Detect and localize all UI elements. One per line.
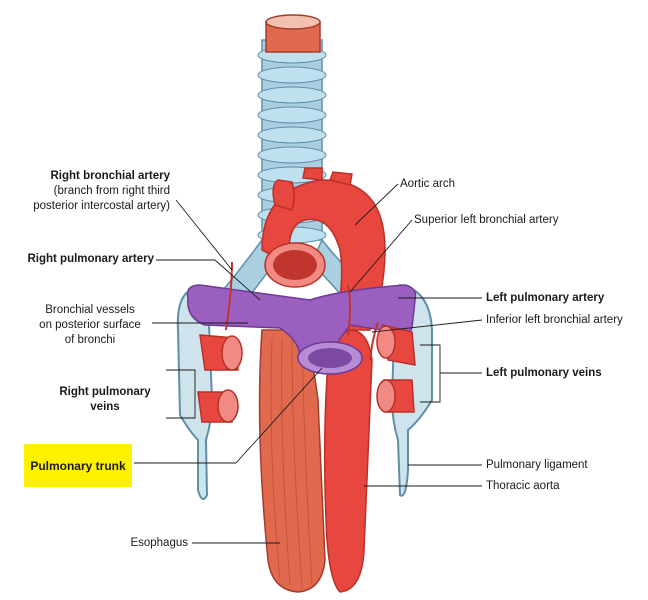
label-right-bronchial-artery: Right bronchial artery (50, 170, 171, 182)
label-pulmonary-ligament: Pulmonary ligament (486, 459, 588, 471)
label-right-bronchial-artery-note-2: posterior intercostal artery) (33, 200, 170, 212)
label-thoracic-aorta: Thoracic aorta (486, 480, 560, 492)
esophagus-top (265, 14, 321, 53)
label-superior-left-bronchial-artery: Superior left bronchial artery (414, 214, 559, 226)
thoracic-aorta-shape (323, 329, 373, 593)
label-left-pulmonary-veins: Left pulmonary veins (486, 367, 602, 379)
pulmonary-arteries-shape (186, 284, 417, 375)
label-bronchial-vessels-2: on posterior surface (39, 319, 141, 331)
label-bronchial-vessels-3: of bronchi (64, 334, 116, 346)
label-right-pulmonary-artery: Right pulmonary artery (27, 253, 154, 265)
left-pulmonary-veins-shape (376, 324, 416, 413)
label-bronchial-vessels-1: Bronchial vessels (45, 304, 135, 316)
label-right-pulmonary-veins-1: Right pulmonary (59, 386, 151, 398)
pulmonary-trunk-highlight (24, 444, 132, 487)
label-right-bronchial-artery-note-1: (branch from right third (53, 185, 170, 197)
label-right-pulmonary-veins-2: veins (90, 401, 120, 413)
label-esophagus: Esophagus (130, 537, 188, 549)
label-aortic-arch: Aortic arch (400, 178, 455, 190)
leader-lines (134, 183, 483, 544)
label-inferior-left-bronchial-artery: Inferior left bronchial artery (486, 314, 623, 326)
label-pulmonary-trunk: Pulmonary trunk (30, 458, 126, 473)
right-pulmonary-veins-shape (197, 334, 243, 423)
label-left-pulmonary-artery: Left pulmonary artery (486, 292, 605, 304)
